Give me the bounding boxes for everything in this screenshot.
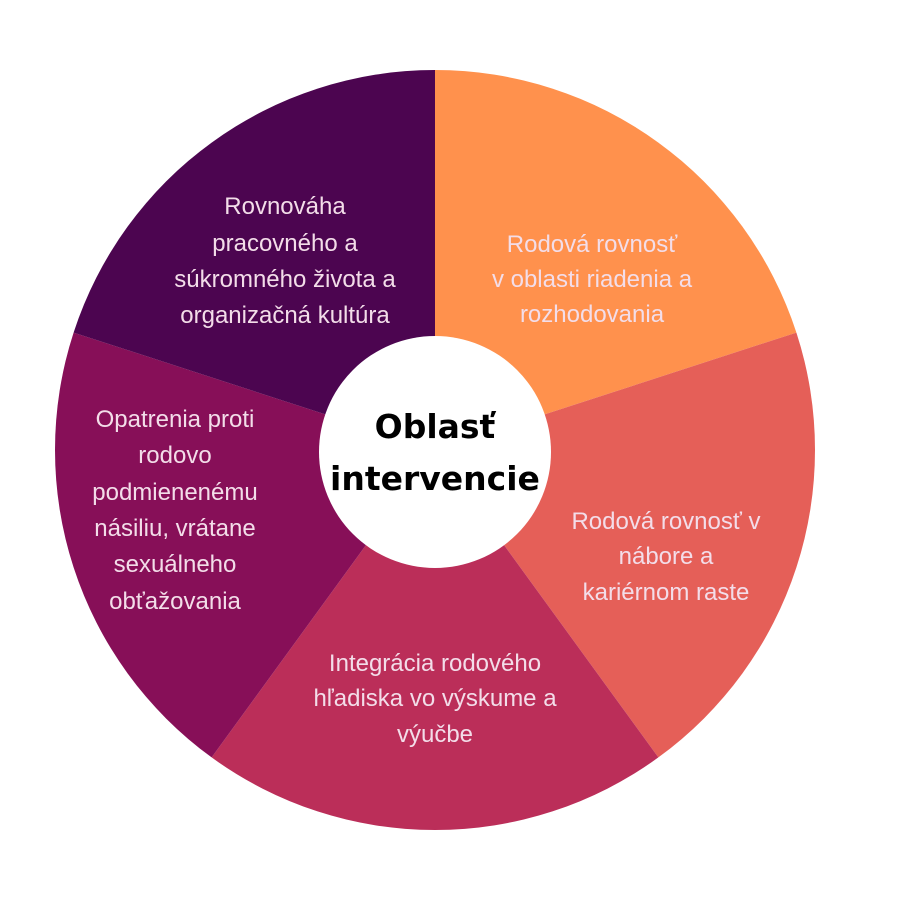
- label-line: kariérnom raste: [583, 579, 750, 606]
- label-line: Integrácia rodového: [329, 650, 541, 677]
- wheel-segment: [211, 450, 659, 830]
- label-line: rodovo: [138, 442, 211, 469]
- segment-label-work-life-balance: Rovnováha pracovného a súkromného života…: [174, 193, 396, 329]
- label-line: obťažovania: [109, 588, 241, 615]
- label-line: Rodová rovnosť v: [571, 508, 760, 535]
- label-line: rozhodovania: [520, 301, 665, 328]
- segment-label-management: Rodová rovnosť v oblasti riadenia a rozh…: [492, 231, 693, 328]
- label-line: Rovnováha: [224, 193, 346, 220]
- label-line: výučbe: [397, 721, 473, 748]
- label-line: organizačná kultúra: [180, 302, 390, 329]
- label-line: Opatrenia proti: [96, 406, 255, 433]
- label-line: v oblasti riadenia a: [492, 266, 693, 293]
- label-line: hľadiska vo výskume a: [313, 685, 557, 712]
- label-line: podmienenému: [92, 479, 257, 506]
- segment-label-violence: Opatrenia proti rodovo podmienenému nási…: [92, 406, 257, 615]
- label-line: nábore a: [619, 543, 714, 570]
- segment-label-recruitment: Rodová rovnosť v nábore a kariérnom rast…: [571, 508, 760, 606]
- label-line: Rodová rovnosť: [507, 231, 678, 258]
- center-title-line: intervencie: [330, 459, 540, 498]
- wheel-segment: [73, 70, 436, 450]
- label-line: násiliu, vrátane: [94, 515, 255, 542]
- center-circle: [319, 336, 551, 568]
- label-line: sexuálneho: [114, 551, 237, 578]
- label-line: súkromného života a: [174, 266, 396, 293]
- center-title-line: Oblasť: [375, 407, 497, 446]
- wheel-segment: [435, 70, 797, 450]
- segment-label-research-teaching: Integrácia rodového hľadiska vo výskume …: [313, 650, 557, 748]
- label-line: pracovného a: [212, 230, 358, 257]
